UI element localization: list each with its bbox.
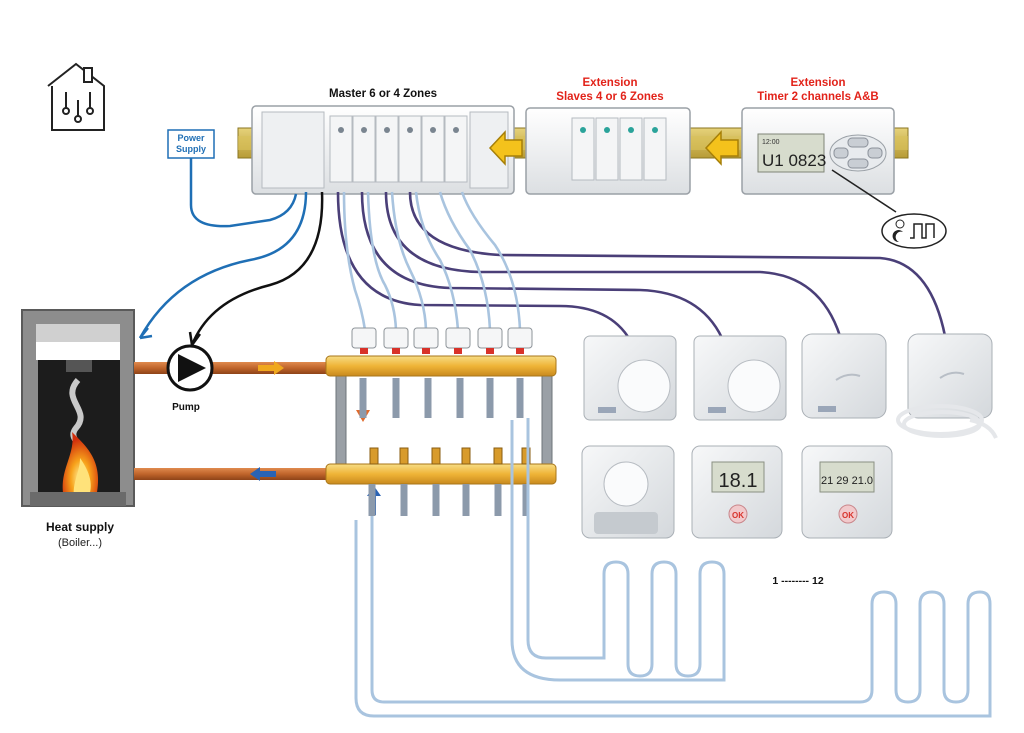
extension-timer-subtitle: Timer 2 channels A&B [757, 91, 878, 103]
thermostat-digital-1: 18.1 OK [691, 445, 783, 539]
timer-display-top: 12:00 [762, 139, 780, 146]
thermostat-plain-1 [801, 333, 887, 419]
thermostat-digital-2: 21 29 21.0 OK [801, 445, 893, 539]
pump-control-wire [188, 191, 324, 346]
return-valves [369, 447, 531, 465]
extension-slaves-title: Extension [583, 77, 638, 89]
house-thermometer-icon [47, 62, 105, 131]
ok-button: OK [732, 511, 744, 520]
master-label: Master 6 or 4 Zones [329, 88, 437, 100]
heat-supply-sublabel: (Boiler...) [58, 537, 102, 549]
thermostat-dial-2 [693, 335, 787, 421]
timer-display-main: U1 0823 [762, 151, 826, 170]
boiler [21, 309, 135, 507]
flow-arrow-icon [258, 361, 284, 375]
extension-slave-module [525, 107, 691, 195]
zone-actuators [351, 327, 533, 354]
thermostat-display-value: 21 29 21.0 [821, 475, 873, 487]
pump-label: Pump [172, 402, 200, 413]
thermostat-wires [336, 191, 947, 341]
connect-arrow-icon [488, 130, 739, 166]
power-supply-wire [189, 158, 298, 228]
master-module [251, 105, 515, 195]
loop-range-label: 1 -------- 12 [772, 575, 823, 587]
thermostat-display-value: 18.1 [719, 470, 758, 492]
loop-outlets [359, 378, 530, 516]
sun-moon-pulse-icon [831, 169, 947, 249]
return-pipe [134, 468, 334, 480]
power-supply-label-2: Supply [176, 144, 206, 154]
thermostat-plain-2 [896, 333, 998, 439]
heat-supply-label: Heat supply [46, 520, 114, 534]
extension-slaves-subtitle: Slaves 4 or 6 Zones [556, 91, 663, 103]
extension-timer-module: 12:00 U1 0823 [741, 107, 895, 195]
thermostat-dial-1 [583, 335, 677, 421]
actuator-wires [342, 191, 522, 331]
thermostat-dial-3 [581, 445, 675, 539]
power-supply-label-1: Power [177, 133, 205, 143]
floor-heating-loop-2 [354, 516, 992, 718]
floor-heating-loop-1 [510, 418, 726, 682]
extension-timer-title: Extension [791, 77, 846, 89]
boiler-control-wire [138, 191, 308, 340]
timer-keypad [829, 134, 887, 172]
flow-pipe [134, 362, 334, 374]
return-arrow-icon [250, 467, 276, 481]
pump-icon [166, 344, 214, 392]
ok-button: OK [842, 511, 854, 520]
